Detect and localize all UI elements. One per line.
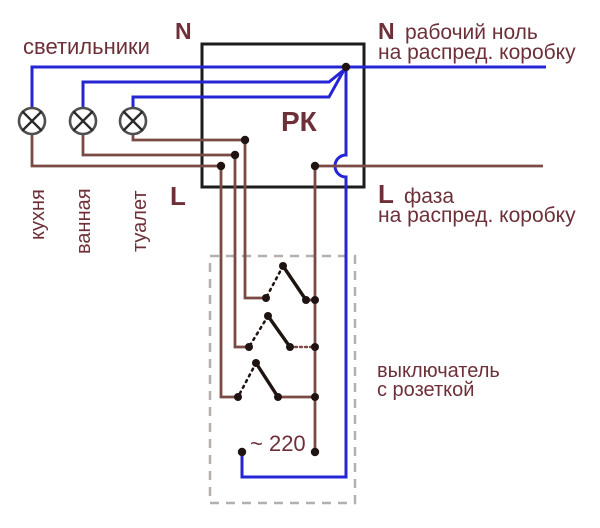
junction-box-label: РК xyxy=(281,106,318,137)
phase-wire-toilet-lamp xyxy=(131,134,245,142)
switch1-actuator-dotted xyxy=(264,264,285,300)
socket-voltage-label: ~ 220 xyxy=(250,431,306,456)
contact-dot xyxy=(245,343,253,351)
neutral-wire-drop-to-socket xyxy=(240,67,348,479)
contact-dot xyxy=(264,312,272,320)
neutral-letter-left: N xyxy=(175,18,192,44)
switch-2 xyxy=(247,314,292,349)
junction-dot xyxy=(311,296,319,304)
switch-3 xyxy=(236,361,280,399)
contact-dot xyxy=(234,393,242,401)
neutral-wire-bathroom-lamp xyxy=(81,67,346,108)
switch1-blade xyxy=(281,264,308,302)
lamp-bathroom-icon xyxy=(68,106,98,136)
junction-dot xyxy=(230,150,240,160)
contact-dot xyxy=(262,294,270,302)
switch-1 xyxy=(264,264,308,302)
neutral-wire-toilet-lamp xyxy=(131,69,346,108)
lamp-toilet-icon xyxy=(118,106,148,136)
junction-dot xyxy=(240,135,250,145)
socket-terminal-dot xyxy=(310,447,320,457)
switch2-actuator-dotted xyxy=(247,314,270,349)
phase-destination-caption: на распред. коробку xyxy=(378,204,576,227)
switch-feed-toilet xyxy=(243,140,266,300)
phase-wire-bathroom-lamp xyxy=(81,134,235,157)
phase-letter-right: L xyxy=(378,179,394,209)
lamps-caption: светильники xyxy=(23,34,150,59)
contact-dot xyxy=(252,359,260,367)
switch3-blade xyxy=(254,361,280,399)
switch-feed-bathroom xyxy=(233,155,249,349)
socket-terminal-dot xyxy=(237,447,247,457)
room-label-toilet: туалет xyxy=(129,190,151,252)
neutral-destination-caption: на распред. коробку xyxy=(378,41,576,64)
lamp-kitchen-icon xyxy=(17,106,47,136)
junction-dot xyxy=(341,62,351,72)
switch2-blade xyxy=(266,314,292,349)
contact-dot xyxy=(286,343,294,351)
junction-dot xyxy=(311,393,319,401)
neutral-wire-main xyxy=(30,65,546,108)
switch-caption-line2: с розеткой xyxy=(377,379,474,401)
junction-dot xyxy=(311,343,319,351)
contact-dot xyxy=(279,262,287,270)
switch3-actuator-dotted xyxy=(236,361,258,399)
junction-box-outline xyxy=(200,42,366,189)
neutral-letter-right: N xyxy=(378,18,395,44)
phase-caption: фаза xyxy=(404,185,454,208)
switch-socket-enclosure xyxy=(208,254,357,505)
junction-dot xyxy=(216,161,226,171)
junction-dots xyxy=(216,62,351,457)
switch-feed-kitchen xyxy=(219,166,238,399)
contact-dot xyxy=(302,296,310,304)
junction-dot xyxy=(310,161,320,171)
room-label-bathroom: ванная xyxy=(73,188,95,254)
phase-letter-left: L xyxy=(170,181,186,211)
switch-caption-line1: выключатель xyxy=(377,360,500,382)
neutral-caption: рабочий ноль xyxy=(405,21,538,44)
room-label-kitchen: кухня xyxy=(27,189,49,240)
phase-wire-kitchen-lamp xyxy=(30,134,221,168)
contact-dot xyxy=(274,393,282,401)
